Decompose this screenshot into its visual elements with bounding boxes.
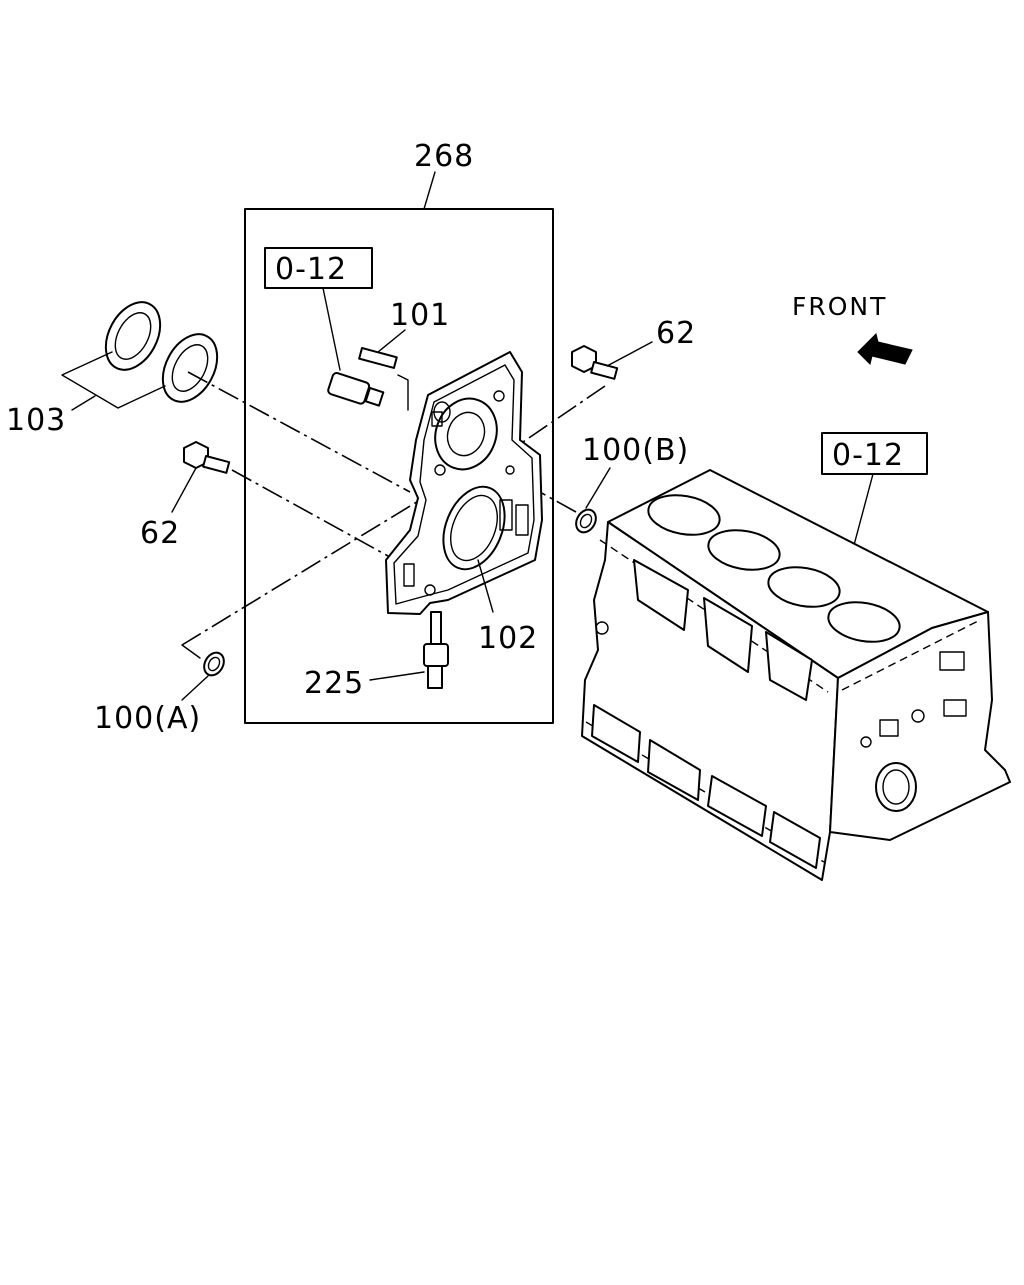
label-268[interactable]: 268 [414,139,474,174]
front-housing [385,351,543,615]
ring-100a-group: 100(A) [94,499,421,736]
cylinder-block [581,469,1011,881]
label-front[interactable]: FRONT [792,292,887,321]
plug-icon [423,643,449,667]
bolt-left-leader [171,467,197,513]
ref-box-right [821,432,928,475]
ring-100b-group: 100(B) [499,433,689,534]
label-100a[interactable]: 100(A) [94,701,201,736]
oil-seal-inner [161,333,219,403]
label-102[interactable]: 102 [478,621,538,656]
cylinder-bore-3 [767,566,841,608]
ref-box-right-group: 0-12 [821,432,928,561]
bolt-62-left-group: 62 [140,441,389,557]
label-100b[interactable]: 100(B) [582,433,689,468]
cylinder-bore-4 [827,601,901,643]
stud-101-group: 101 [327,298,450,411]
ref-left-leader [322,287,341,371]
assembly-box [244,208,554,724]
plug-icon [327,372,371,405]
o-ring-icon [575,508,597,534]
label-62-left[interactable]: 62 [140,516,180,551]
block-front-face [829,611,1011,841]
seal-103-bracket [61,351,166,409]
ring-a-leader [181,675,209,701]
assembly-268-group: 268 [244,139,554,724]
ref-box-left-group: 0-12 [264,247,373,371]
drain-plug-leader [369,671,425,681]
housing-outline [385,351,543,615]
crank-bore-upper [434,397,498,471]
oil-seal-outer [104,301,162,371]
cylinder-bore-2 [707,529,781,571]
ring-b-leader [585,467,611,509]
stud-leader [377,329,406,353]
front-indicator: FRONT [792,292,913,365]
centerline-seal [187,371,411,493]
front-arrow-icon [857,333,913,365]
label-ref-left[interactable]: 0-12 [275,252,347,287]
drain-plug-225-group: 225 [304,611,449,701]
label-62-right[interactable]: 62 [656,316,696,351]
gasket-icon [442,485,506,571]
cylinder-bore-1 [647,494,721,536]
stud-icon [358,347,398,369]
bolt-right-leader [606,341,653,367]
o-ring-icon [203,651,225,677]
label-ref-right[interactable]: 0-12 [832,438,904,473]
label-101[interactable]: 101 [390,298,450,333]
label-225[interactable]: 225 [304,666,364,701]
label-103[interactable]: 103 [6,403,66,438]
assembly-leader [423,171,436,210]
ref-box-left [264,247,373,289]
bolt-62-right-group: 62 [519,316,696,445]
gasket-leader [477,559,494,613]
seal-103-group: 103 [6,301,219,438]
